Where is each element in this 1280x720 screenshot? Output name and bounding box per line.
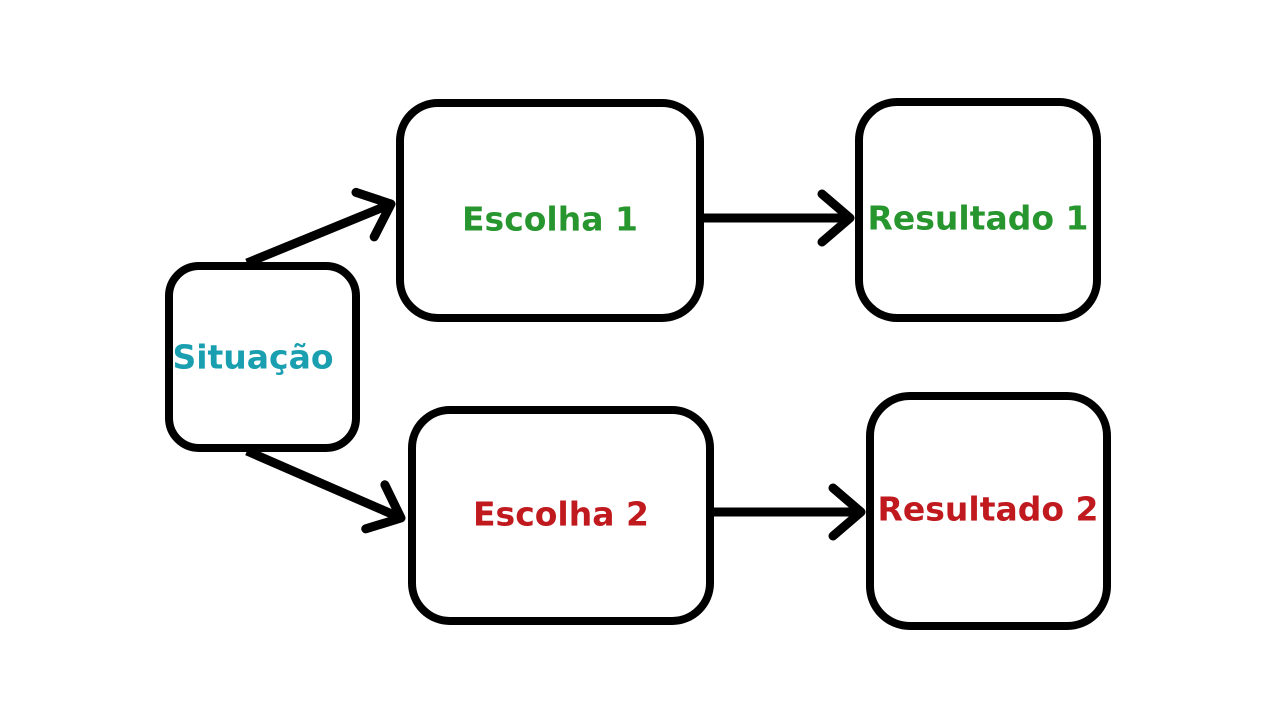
node-situacao-box — [165, 262, 360, 452]
node-resultado2-label: Resultado 2 — [877, 490, 1098, 529]
node-resultado1-box — [855, 98, 1101, 322]
node-resultado1-label: Resultado 1 — [867, 199, 1088, 238]
node-situacao-label: Situação — [172, 338, 333, 377]
node-resultado1: Resultado 1 — [855, 98, 1101, 322]
arrow-situacao-to-escolha1 — [245, 187, 396, 268]
node-resultado2: Resultado 2 — [866, 392, 1111, 630]
node-escolha1-label: Escolha 1 — [462, 200, 638, 239]
node-escolha2-box — [408, 406, 714, 625]
node-escolha1: Escolha 1 — [396, 99, 704, 322]
node-escolha2: Escolha 2 — [408, 406, 714, 625]
node-resultado2-box — [866, 392, 1111, 630]
node-escolha1-box — [396, 99, 704, 322]
arrow-situacao-to-escolha2 — [245, 446, 406, 534]
node-escolha2-label: Escolha 2 — [473, 495, 649, 534]
node-situacao: Situação — [165, 262, 360, 452]
